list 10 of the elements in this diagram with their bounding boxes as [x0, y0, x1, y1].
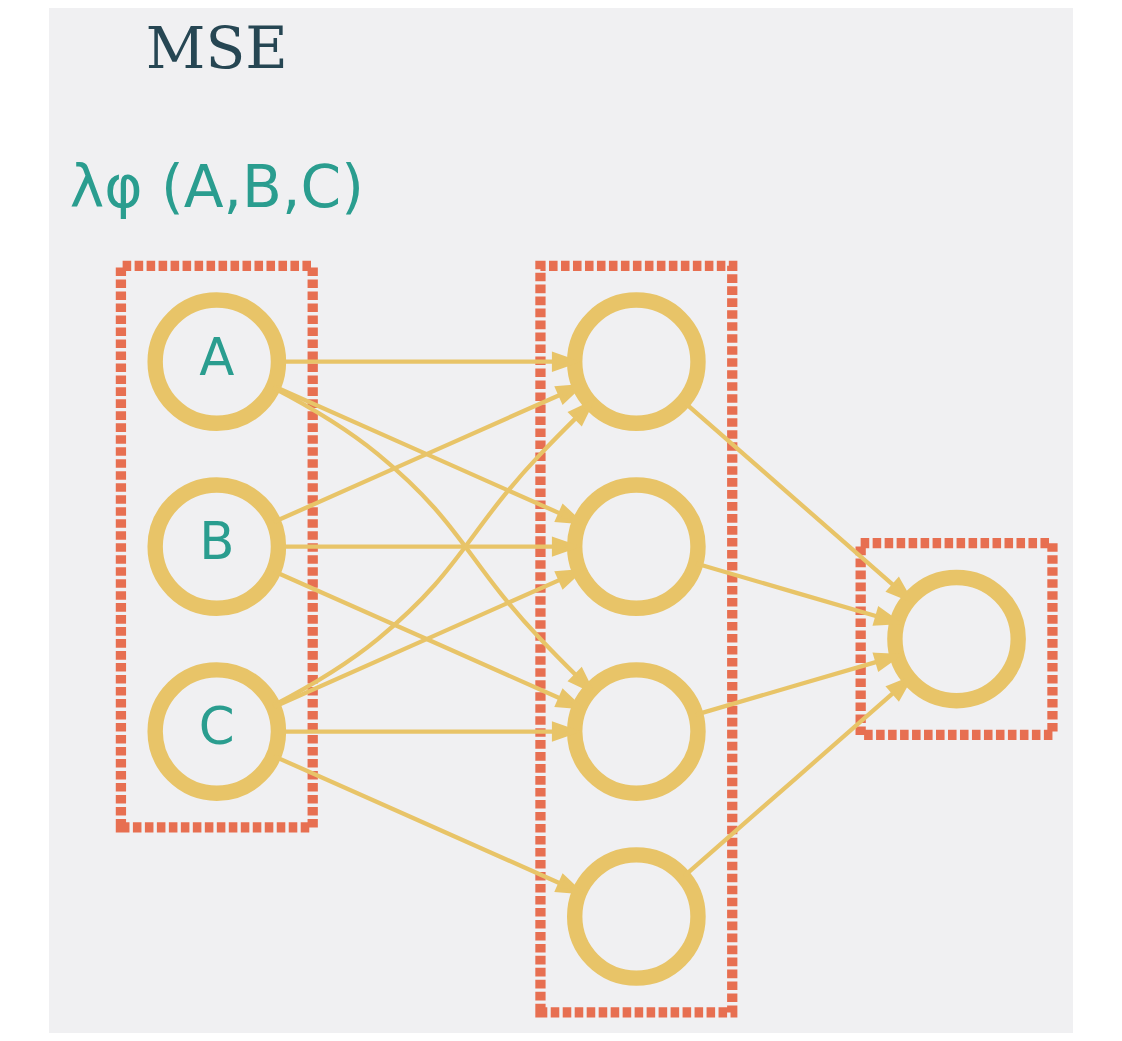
- node-circle: [567, 477, 706, 616]
- node-circle: [567, 847, 706, 986]
- node-circle: A: [147, 292, 287, 432]
- node-circle: C: [147, 662, 287, 801]
- label: MSE: [145, 14, 288, 83]
- cluster: [855, 538, 1058, 741]
- label: λφ (A,B,C): [69, 153, 364, 222]
- node-circle: B: [147, 477, 287, 616]
- cluster: [115, 260, 318, 833]
- cluster: [535, 260, 738, 1018]
